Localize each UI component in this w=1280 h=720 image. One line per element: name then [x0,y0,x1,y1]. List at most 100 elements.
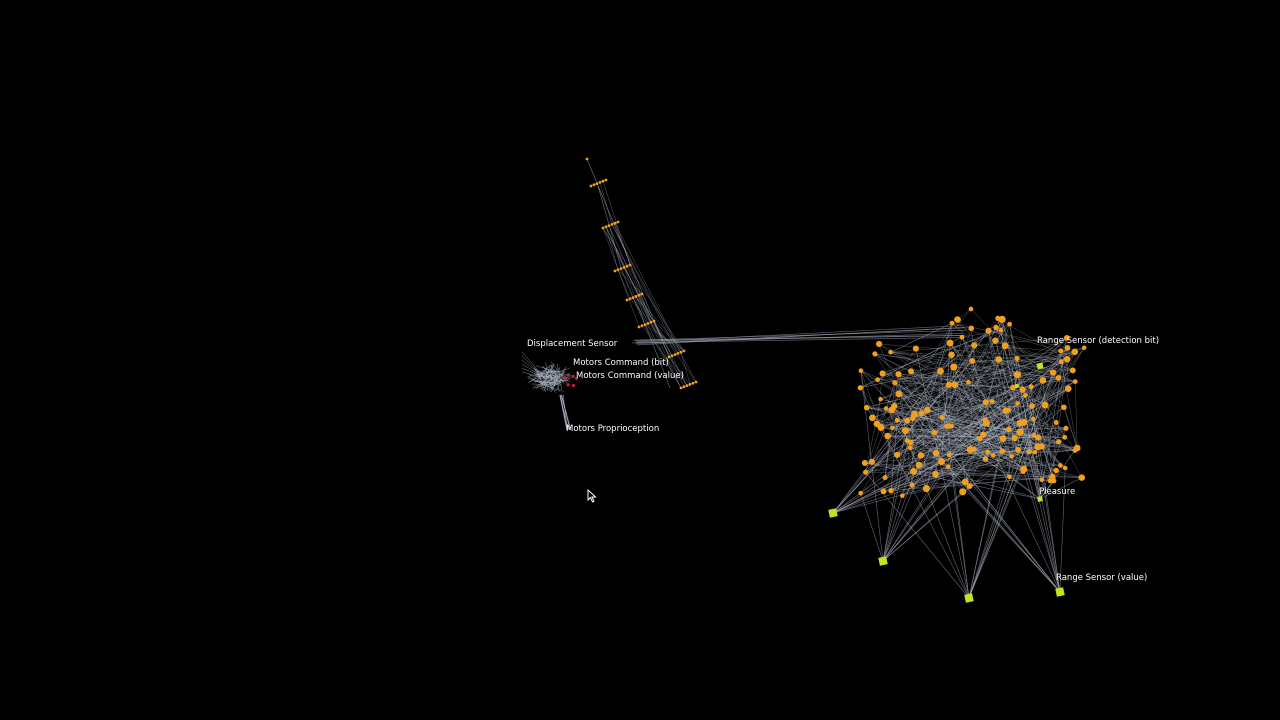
connection-edge [946,426,1041,500]
neuron-node [982,399,989,406]
connection-edge [884,427,893,478]
connection-edge [614,223,682,353]
connection-edge [878,343,896,383]
neuron-node [888,349,893,355]
connection-edge [948,351,1075,385]
connection-edge [891,319,1003,410]
neuron-node [1015,447,1021,453]
connection-edge [609,227,623,272]
neuron-node [922,484,930,493]
neuron-node [667,355,671,359]
connection-edge [550,364,553,379]
neuron-node [892,380,898,386]
neuron-node [945,464,951,470]
connection-edge [968,382,1025,423]
connection-edge [891,409,1061,593]
connection-edge [951,322,1073,371]
neuron-node [1063,355,1071,363]
connection-edge [949,342,1019,451]
connection-edge [1011,438,1016,457]
label-range-sensor-detection-bit: Range Sensor (detection bit) [1037,336,1160,346]
connection-edge [969,358,1018,487]
connection-edge [521,351,546,379]
neuron-node [1013,371,1022,379]
neuron-node [1039,377,1047,384]
connection-edge [866,407,1039,438]
connection-edge [528,373,553,390]
neuron-node [861,459,868,466]
connection-edge [877,370,1073,380]
connection-edge [910,371,1006,411]
neuron-node [872,351,878,357]
connection-edge [910,426,948,443]
neuron-node [875,340,883,348]
connection-edge [935,380,1044,454]
neuron-node [637,293,641,297]
neuron-node [1031,432,1037,438]
connection-edge [898,374,1018,395]
neuron-node [998,327,1004,333]
neuron-node [1047,477,1053,484]
connection-edge [865,337,1067,473]
connection-edge [1022,361,1062,390]
connection-edge [521,363,546,379]
connection-edge [910,371,974,450]
neuron-node [875,377,880,383]
neuron-node [888,488,894,494]
connection-edge [865,471,1082,478]
connection-edge [910,371,1030,452]
connection-edge [1023,428,1067,469]
neuron-node [998,315,1006,323]
neuron-node [985,327,992,334]
connection-edge [882,373,1043,381]
connection-edge [941,343,951,462]
neuron-node [901,427,910,435]
neuron-node [938,458,945,466]
connection-edge [918,370,1073,466]
connection-edge [894,351,1075,383]
connection-edge [951,426,970,487]
connection-edge [878,343,986,421]
connection-edge [866,407,887,409]
sensor-node [1055,587,1065,597]
neuron-node [1064,385,1072,392]
connection-edge [954,384,1019,451]
connection-edge [544,365,554,380]
connection-edge [949,449,1019,456]
neuron-node [1062,465,1068,471]
connection-edge [907,358,1068,421]
connection-edge [882,345,975,562]
connection-edge [1074,381,1078,448]
connection-edge [636,325,962,343]
neuron-node [948,351,955,358]
connection-edge [1033,428,1067,436]
neuron-node [1016,428,1024,436]
connection-edge [979,438,1010,478]
connection-edge [1063,407,1078,449]
connection-edge [635,327,970,345]
connection-edge [890,351,973,362]
connection-edge [1033,350,1062,436]
connection-edge [882,347,1068,562]
connection-edge [1031,386,1053,477]
neuron-node [631,296,635,299]
neuron-node [625,264,629,268]
connection-edge [913,374,1018,472]
neuron-node [1049,369,1057,376]
neuron-node [1019,386,1026,393]
connection-edge [985,438,1004,460]
neuron-node [589,184,593,188]
connection-edge [1017,403,1065,438]
connection-edge [538,378,555,387]
connection-edge [951,322,1018,375]
connection-edge [974,344,1075,353]
connection-edge [965,359,1000,482]
neuron-node [566,373,570,377]
neuron-node [670,354,674,358]
connection-edge [544,368,570,377]
neuron-node [1058,348,1064,354]
connection-edge [880,370,941,400]
connection-edge [536,370,546,391]
